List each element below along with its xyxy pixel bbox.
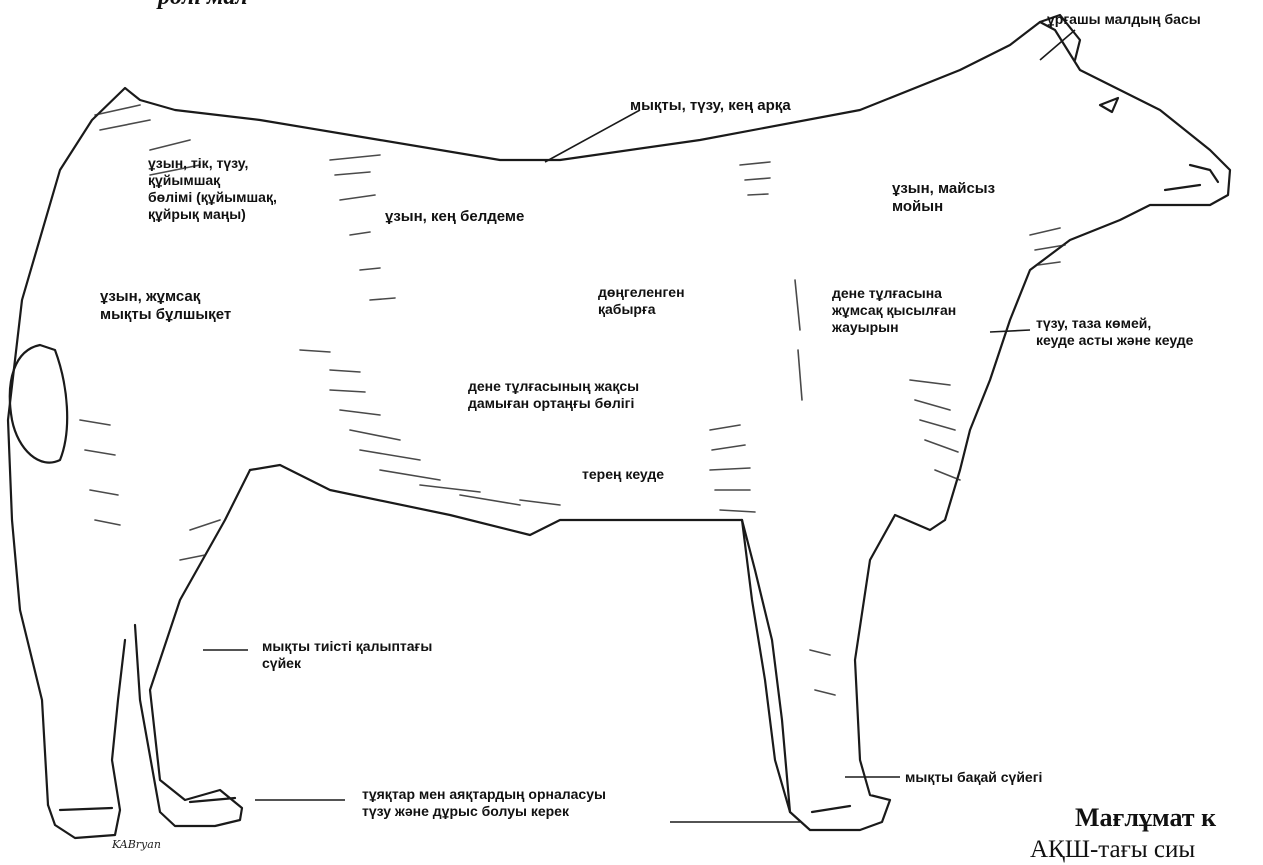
shading-chest <box>710 425 755 512</box>
leader-brisket <box>990 330 1030 332</box>
label-rib: дөңгеленген қабырға <box>598 284 685 318</box>
body-outline <box>8 22 1230 830</box>
label-back: мықты, түзу, кең арқа <box>630 97 791 115</box>
label-middle: дене тұлғасының жақсы дамыған ортаңғы бө… <box>468 378 639 412</box>
cropped-text-top: рөлі мал <box>158 0 248 11</box>
cropped-body-text: АҚШ-тағы сиы <box>1030 836 1195 864</box>
belly-line <box>250 465 742 535</box>
tail-switch <box>10 345 67 463</box>
label-quarter: ұзын, жұмсақ мықты бұлшықет <box>100 288 231 324</box>
shading-legs <box>80 420 835 695</box>
label-brisket: түзу, таза көмей, кеуде асты және кеуде <box>1036 315 1193 349</box>
label-chest: терең кеуде <box>582 466 664 483</box>
muzzle <box>1165 165 1218 190</box>
eye <box>1100 98 1118 112</box>
label-neck: ұзын, майсыз мойын <box>892 180 995 216</box>
leader-back <box>545 110 640 162</box>
hind-leg <box>135 470 250 826</box>
label-rump: ұзын, тік, түзу, құйымшақ бөлімі (құйымш… <box>148 155 277 223</box>
label-shoulder: дене тұлғасына жұмсақ қысылған жауырын <box>832 285 956 336</box>
front-leg <box>742 520 790 812</box>
label-loin: ұзын, кең белдеме <box>385 208 524 226</box>
label-feet: тұяқтар мен аяқтардың орналасуы түзу жән… <box>362 786 606 820</box>
label-bone: мықты тиісті қалыптағы сүйек <box>262 638 432 672</box>
label-pastern: мықты бақай сүйегі <box>905 769 1042 786</box>
shading-rib <box>300 350 560 505</box>
cropped-heading: Мағлұмат к <box>1075 803 1216 833</box>
label-head: ұрғашы малдың басы <box>1047 11 1201 28</box>
artist-signature: KABryan <box>112 838 161 851</box>
